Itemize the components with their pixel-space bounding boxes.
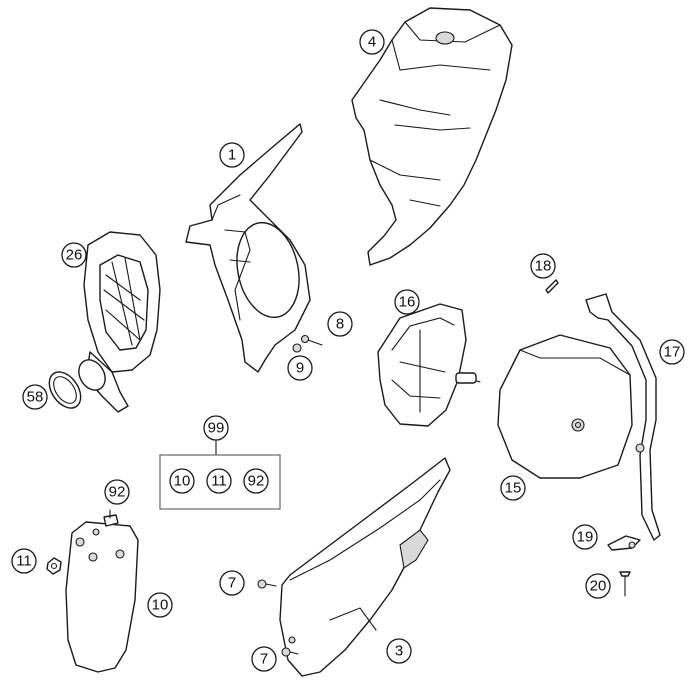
kit-box	[159, 440, 281, 510]
svg-text:9: 9	[296, 360, 304, 377]
callout-99: 99	[203, 415, 229, 441]
svg-text:26: 26	[66, 247, 83, 264]
part-hose-clamp	[48, 371, 82, 409]
callout-20: 20	[585, 573, 611, 599]
callout-16: 16	[394, 289, 420, 315]
svg-text:8: 8	[336, 316, 344, 333]
part-cover-screws	[257, 579, 299, 657]
svg-text:58: 58	[27, 389, 44, 406]
kit-item-10: 10	[169, 468, 195, 494]
part-filter-cage	[377, 303, 481, 427]
callout-15: 15	[500, 475, 526, 501]
callout-11: 11	[11, 548, 37, 574]
svg-text:11: 11	[211, 473, 227, 490]
svg-text:18: 18	[535, 258, 552, 275]
part-nut	[46, 557, 62, 575]
svg-text:7: 7	[260, 651, 268, 668]
svg-text:4: 4	[368, 34, 376, 51]
svg-text:10: 10	[174, 473, 191, 490]
svg-text:7: 7	[228, 575, 236, 592]
part-airbox-upper	[351, 7, 513, 266]
part-side-cover	[279, 457, 451, 677]
svg-text:17: 17	[664, 344, 681, 361]
svg-text:15: 15	[505, 480, 522, 497]
part-screw-washer	[292, 334, 323, 353]
callout-1: 1	[219, 142, 245, 168]
part-screw	[619, 571, 631, 597]
part-bracket	[585, 293, 661, 541]
part-air-filter	[78, 231, 161, 413]
part-pin	[545, 279, 559, 294]
callout-7-lower: 7	[251, 646, 277, 672]
kit-item-92: 92	[243, 468, 269, 494]
svg-text:92: 92	[109, 484, 126, 501]
callout-8: 8	[327, 311, 353, 337]
svg-text:16: 16	[399, 294, 416, 311]
callout-26: 26	[61, 242, 87, 268]
svg-text:11: 11	[16, 553, 32, 570]
svg-text:3: 3	[395, 643, 403, 660]
callout-92: 92	[104, 479, 130, 505]
callout-10: 10	[147, 592, 173, 618]
part-airbox-frame	[185, 123, 311, 373]
svg-text:1: 1	[228, 147, 236, 164]
callout-7-upper: 7	[219, 570, 245, 596]
callout-17: 17	[659, 339, 685, 365]
svg-text:20: 20	[590, 578, 607, 595]
svg-text:92: 92	[248, 473, 265, 490]
part-filter-cover	[497, 334, 633, 479]
svg-text:99: 99	[208, 420, 225, 437]
kit-item-11: 11	[206, 468, 232, 494]
callout-18: 18	[530, 253, 556, 279]
callout-4: 4	[359, 29, 385, 55]
part-flap-screw	[103, 509, 119, 527]
callout-19: 19	[572, 524, 598, 550]
svg-text:10: 10	[152, 597, 169, 614]
callout-58: 58	[22, 384, 48, 410]
svg-text:19: 19	[577, 529, 594, 546]
part-clip	[607, 535, 641, 551]
callout-3: 3	[386, 638, 412, 664]
callout-9: 9	[287, 355, 313, 381]
part-mud-flap	[65, 521, 139, 673]
